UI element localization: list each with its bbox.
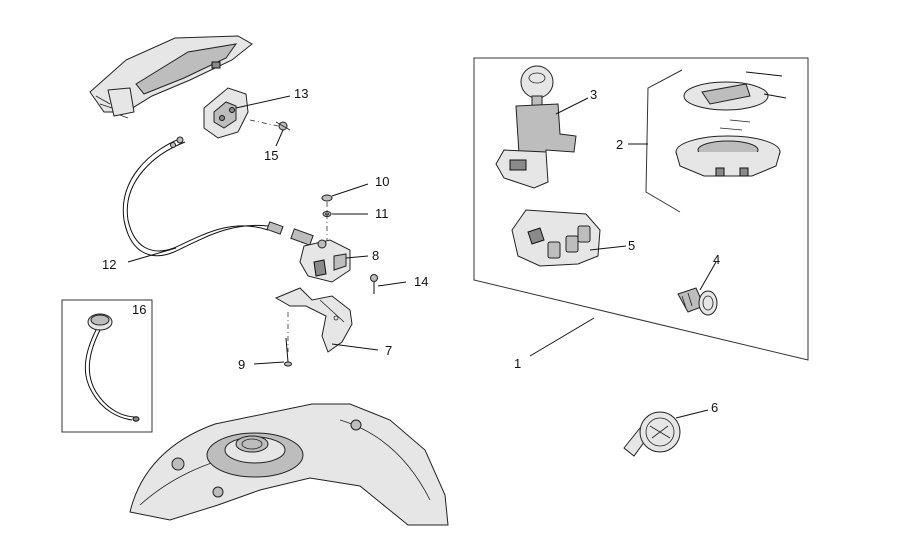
callout-7: 7 bbox=[385, 343, 392, 358]
callout-15: 15 bbox=[264, 148, 278, 163]
callout-11: 11 bbox=[375, 206, 389, 221]
ignition-switch-part-3[interactable] bbox=[495, 65, 577, 189]
leader-lines bbox=[127, 95, 717, 419]
callout-2: 2 bbox=[616, 137, 623, 152]
callout-8: 8 bbox=[372, 248, 379, 263]
actuator-part-8[interactable] bbox=[290, 228, 351, 283]
callout-5: 5 bbox=[628, 238, 635, 253]
callout-13: 13 bbox=[294, 86, 308, 101]
callout-12: 12 bbox=[102, 257, 116, 272]
callout-3: 3 bbox=[590, 87, 597, 102]
cap-subgroup-bracket bbox=[645, 69, 683, 213]
callout-16: 16 bbox=[132, 302, 146, 317]
release-cable-part-12[interactable] bbox=[122, 136, 284, 257]
part-16-inset-box bbox=[61, 299, 153, 433]
screw-part-15[interactable] bbox=[275, 121, 291, 131]
bracket-part-7[interactable] bbox=[274, 287, 353, 353]
fuel-cap-part-2[interactable] bbox=[675, 71, 787, 177]
seat-cover-part[interactable] bbox=[89, 35, 253, 119]
callout-14: 14 bbox=[414, 274, 428, 289]
fuel-tank-part[interactable] bbox=[129, 403, 449, 526]
key-part-6[interactable] bbox=[623, 411, 681, 457]
bolt-part-14[interactable] bbox=[370, 274, 378, 295]
screw-part-9[interactable] bbox=[284, 337, 292, 367]
lock-barrel-part-4[interactable] bbox=[677, 287, 718, 316]
latch-part-13[interactable] bbox=[203, 87, 249, 139]
callout-4: 4 bbox=[713, 252, 720, 267]
nut-part-10[interactable] bbox=[321, 194, 333, 202]
kit-group-frame bbox=[473, 57, 809, 361]
callout-6: 6 bbox=[711, 400, 718, 415]
callout-9: 9 bbox=[238, 357, 245, 372]
callout-10: 10 bbox=[375, 174, 389, 189]
callout-1: 1 bbox=[514, 356, 521, 371]
cap-tether-part-16[interactable] bbox=[84, 313, 140, 422]
lock-set-part-5[interactable] bbox=[511, 209, 601, 267]
